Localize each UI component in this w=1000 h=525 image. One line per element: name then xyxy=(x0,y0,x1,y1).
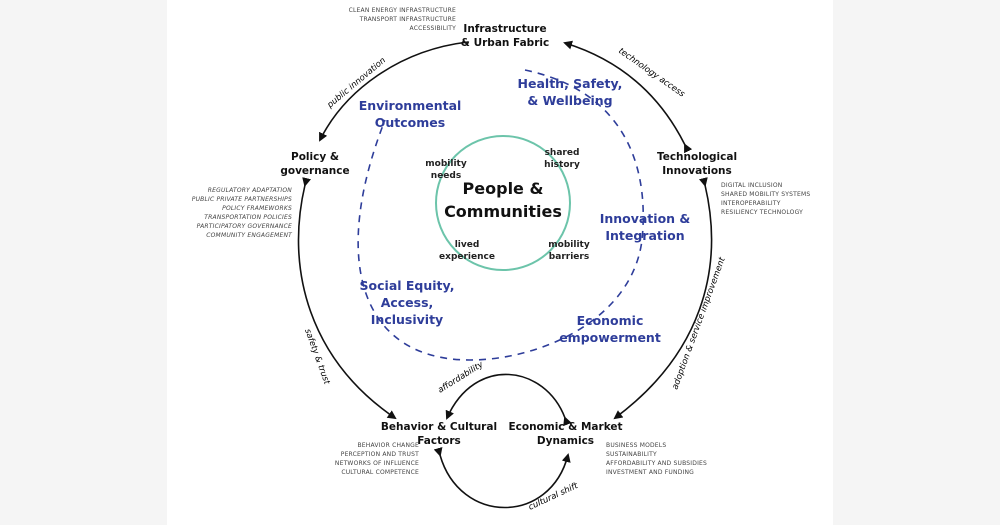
details-economic-market: BUSINESS MODELS SUSTAINABILITY AFFORDABI… xyxy=(606,442,708,476)
arrow-affordability xyxy=(445,373,572,427)
theme-environmental-outcomes: Environmental Outcomes xyxy=(358,98,462,130)
diagram-panel xyxy=(167,0,833,525)
arrow-cultural-shift xyxy=(433,447,571,509)
node-technology: Technological Innovations xyxy=(656,151,738,177)
link-affordability: affordability xyxy=(436,359,486,395)
arrow-technology-economic xyxy=(613,177,713,420)
facet-mobility-barriers: mobility barriers xyxy=(548,240,590,262)
theme-economic-empowerment: Economic empowerment xyxy=(559,313,661,345)
node-behavior: Behavior & Cultural Factors xyxy=(380,421,498,447)
link-cultural-shift: cultural shift xyxy=(527,481,580,513)
theme-social-equity: Social Equity, Access, Inclusivity xyxy=(359,278,455,327)
facet-mobility-needs: mobility needs xyxy=(425,159,467,181)
arrow-policy-behavior xyxy=(297,177,397,420)
details-policy: REGULATORY ADAPTATION PUBLIC PRIVATE PAR… xyxy=(191,187,292,239)
facet-lived-experience: lived experience xyxy=(439,240,495,262)
node-policy: Policy & governance xyxy=(280,151,350,177)
link-safety-trust: safety & trust xyxy=(302,328,332,387)
facet-shared-history: shared history xyxy=(544,148,580,170)
arrow-infrastructure-policy xyxy=(319,41,469,142)
details-technology: DIGITAL INCLUSION SHARED MOBILITY SYSTEM… xyxy=(721,182,811,216)
arrow-technology-infrastructure xyxy=(563,40,693,154)
node-economic-market: Economic & Market Dynamics xyxy=(508,421,623,447)
details-infrastructure: CLEAN ENERGY INFRASTRUCTURE TRANSPORT IN… xyxy=(348,7,456,32)
theme-innovation-integration: Innovation & Integration xyxy=(599,211,691,243)
core-ring xyxy=(435,135,571,271)
theme-health-safety: Health, Safety, & Wellbeing xyxy=(517,76,623,108)
details-behavior: BEHAVIOR CHANGE PERCEPTION AND TRUST NET… xyxy=(334,442,419,476)
core-title: People & Communities xyxy=(444,179,562,221)
link-adoption: adoption & service improvement xyxy=(670,256,727,391)
node-infrastructure: Infrastructure & Urban Fabric xyxy=(460,23,550,49)
